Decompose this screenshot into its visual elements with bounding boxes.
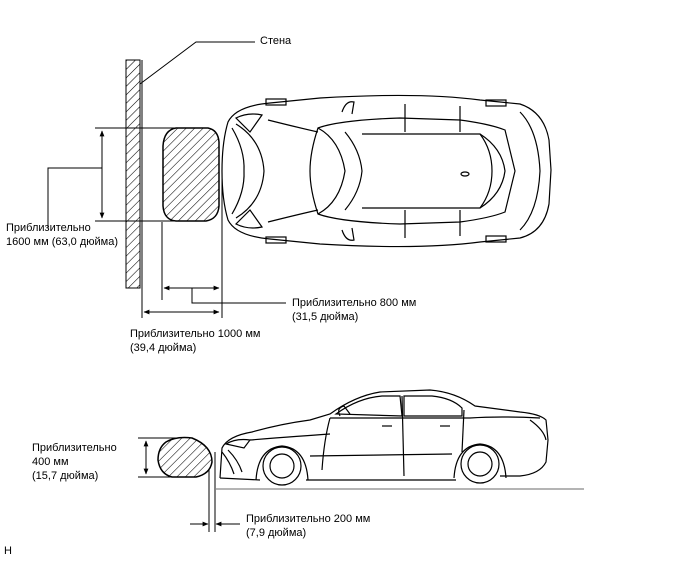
- side-offset-label-line-2: (7,9 дюйма): [246, 527, 307, 539]
- top-distance-label-line-2: (39,4 дюйма): [130, 342, 197, 354]
- top-distance-label-line-1: Приблизительно 1000 мм: [130, 328, 261, 340]
- side-height-label-line-3: (15,7 дюйма): [32, 470, 99, 482]
- top-offset-label: Приблизительно 800 мм (31,5 дюйма): [292, 296, 416, 324]
- corner-mark: H: [4, 545, 12, 557]
- car-top-view: [221, 94, 552, 248]
- top-view: [47, 41, 552, 318]
- top-height-label-line-2: 1600 мм (63,0 дюйма): [6, 236, 118, 248]
- car-side-view: [219, 389, 549, 486]
- side-offset-label: Приблизительно 200 мм (7,9 дюйма): [246, 512, 370, 540]
- side-view: [138, 389, 584, 532]
- top-offset-label-line-1: Приблизительно 800 мм: [292, 297, 417, 309]
- light-spot-side: [157, 436, 213, 478]
- light-spot-top: [162, 127, 220, 222]
- side-height-label-line-2: 400 мм: [32, 456, 69, 468]
- offset-leader-line: [191, 288, 286, 304]
- top-height-label-line-1: Приблизительно: [6, 222, 91, 234]
- side-height-label-line-1: Приблизительно: [32, 442, 117, 454]
- wall-label: Стена: [260, 35, 292, 47]
- side-height-label: Приблизительно 400 мм (15,7 дюйма): [32, 441, 117, 483]
- height-leader-line: [47, 167, 102, 228]
- top-offset-label-line-2: (31,5 дюйма): [292, 311, 359, 323]
- top-height-label: Приблизительно 1600 мм (63,0 дюйма): [6, 221, 118, 249]
- wall-leader-line: [139, 41, 255, 85]
- side-offset-label-line-1: Приблизительно 200 мм: [246, 513, 371, 525]
- top-distance-label: Приблизительно 1000 мм (39,4 дюйма): [130, 327, 260, 355]
- wall: [125, 59, 141, 289]
